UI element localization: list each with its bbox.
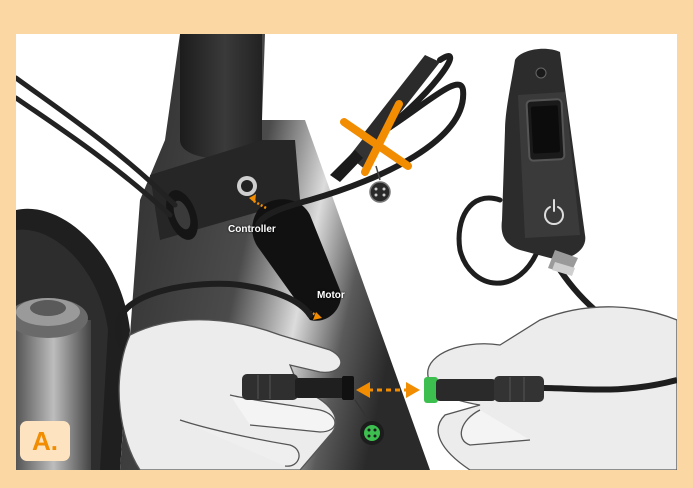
pin-connector-icon (369, 181, 391, 203)
motor-label: Motor (317, 290, 345, 301)
left-hand (118, 319, 342, 470)
pin-connector-icon (354, 399, 384, 445)
controller-label: Controller (228, 224, 276, 235)
connection-illustration: Controller Motor (16, 34, 677, 470)
double-arrow-icon (356, 382, 420, 398)
left-connector (242, 374, 354, 400)
handlebar-cables (16, 75, 178, 218)
step-badge: A. (20, 421, 70, 461)
step-label: A. (32, 425, 58, 456)
right-connector (424, 376, 677, 403)
motor-arrowhead (313, 312, 322, 320)
display-connector (330, 55, 440, 203)
controller-arrowhead (249, 194, 256, 203)
power-icon (544, 199, 564, 226)
display-unit (501, 48, 586, 276)
cross-mark-icon (340, 100, 412, 176)
